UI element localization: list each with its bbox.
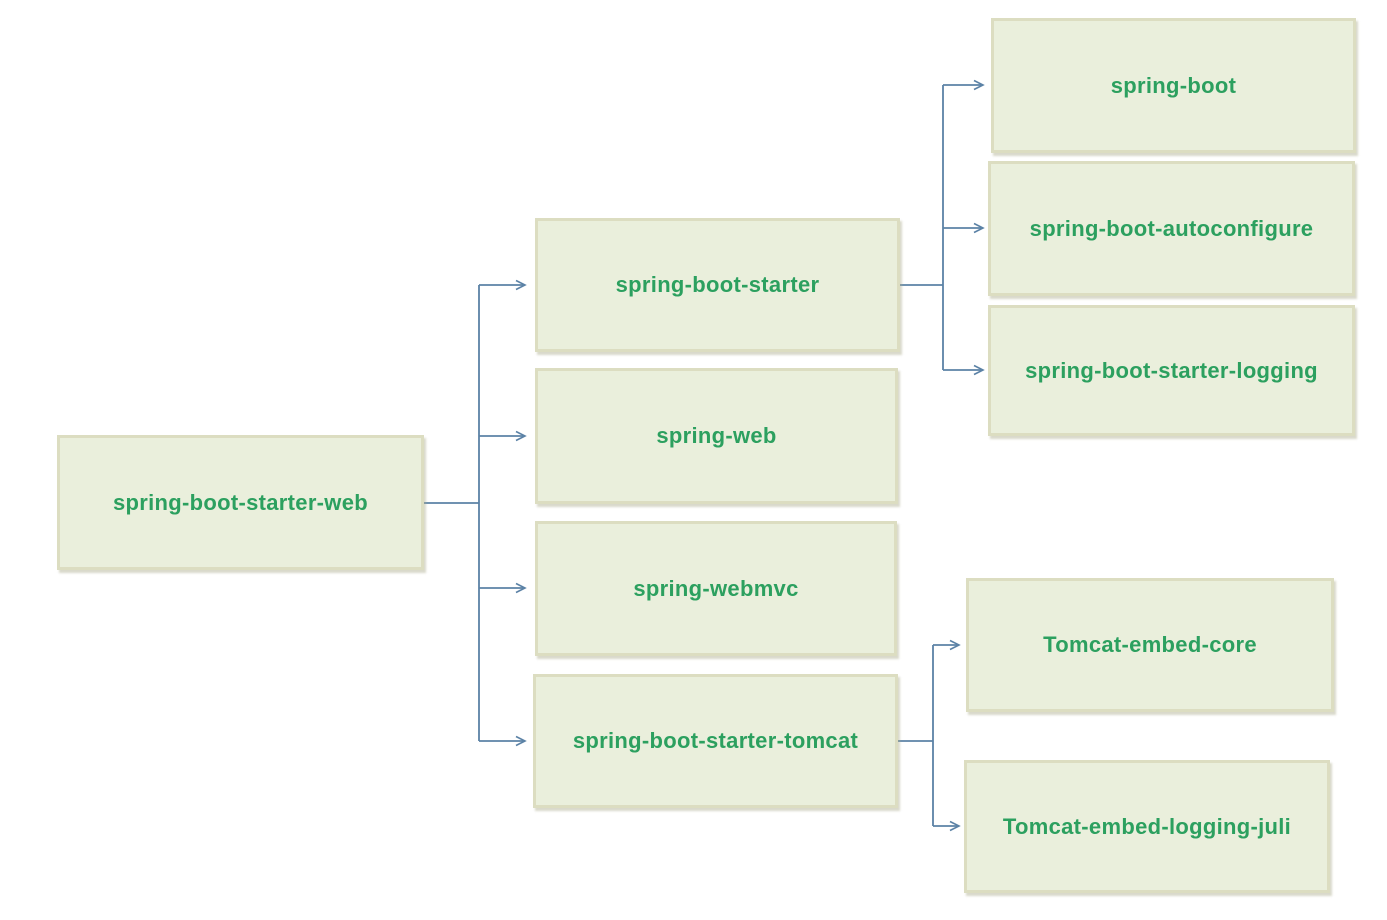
node-spring-webmvc: spring-webmvc bbox=[535, 521, 897, 656]
node-spring-boot-starter: spring-boot-starter bbox=[535, 218, 900, 352]
node-spring-boot-autoconfigure: spring-boot-autoconfigure bbox=[988, 161, 1355, 296]
node-spring-boot-starter-web: spring-boot-starter-web bbox=[57, 435, 424, 570]
node-spring-web: spring-web bbox=[535, 368, 898, 504]
node-spring-boot-starter-logging: spring-boot-starter-logging bbox=[988, 305, 1355, 436]
node-tomcat-embed-logging-juli: Tomcat-embed-logging-juli bbox=[964, 760, 1330, 893]
node-tomcat-embed-core: Tomcat-embed-core bbox=[966, 578, 1334, 712]
node-spring-boot-starter-tomcat: spring-boot-starter-tomcat bbox=[533, 674, 898, 808]
node-spring-boot: spring-boot bbox=[991, 18, 1356, 153]
